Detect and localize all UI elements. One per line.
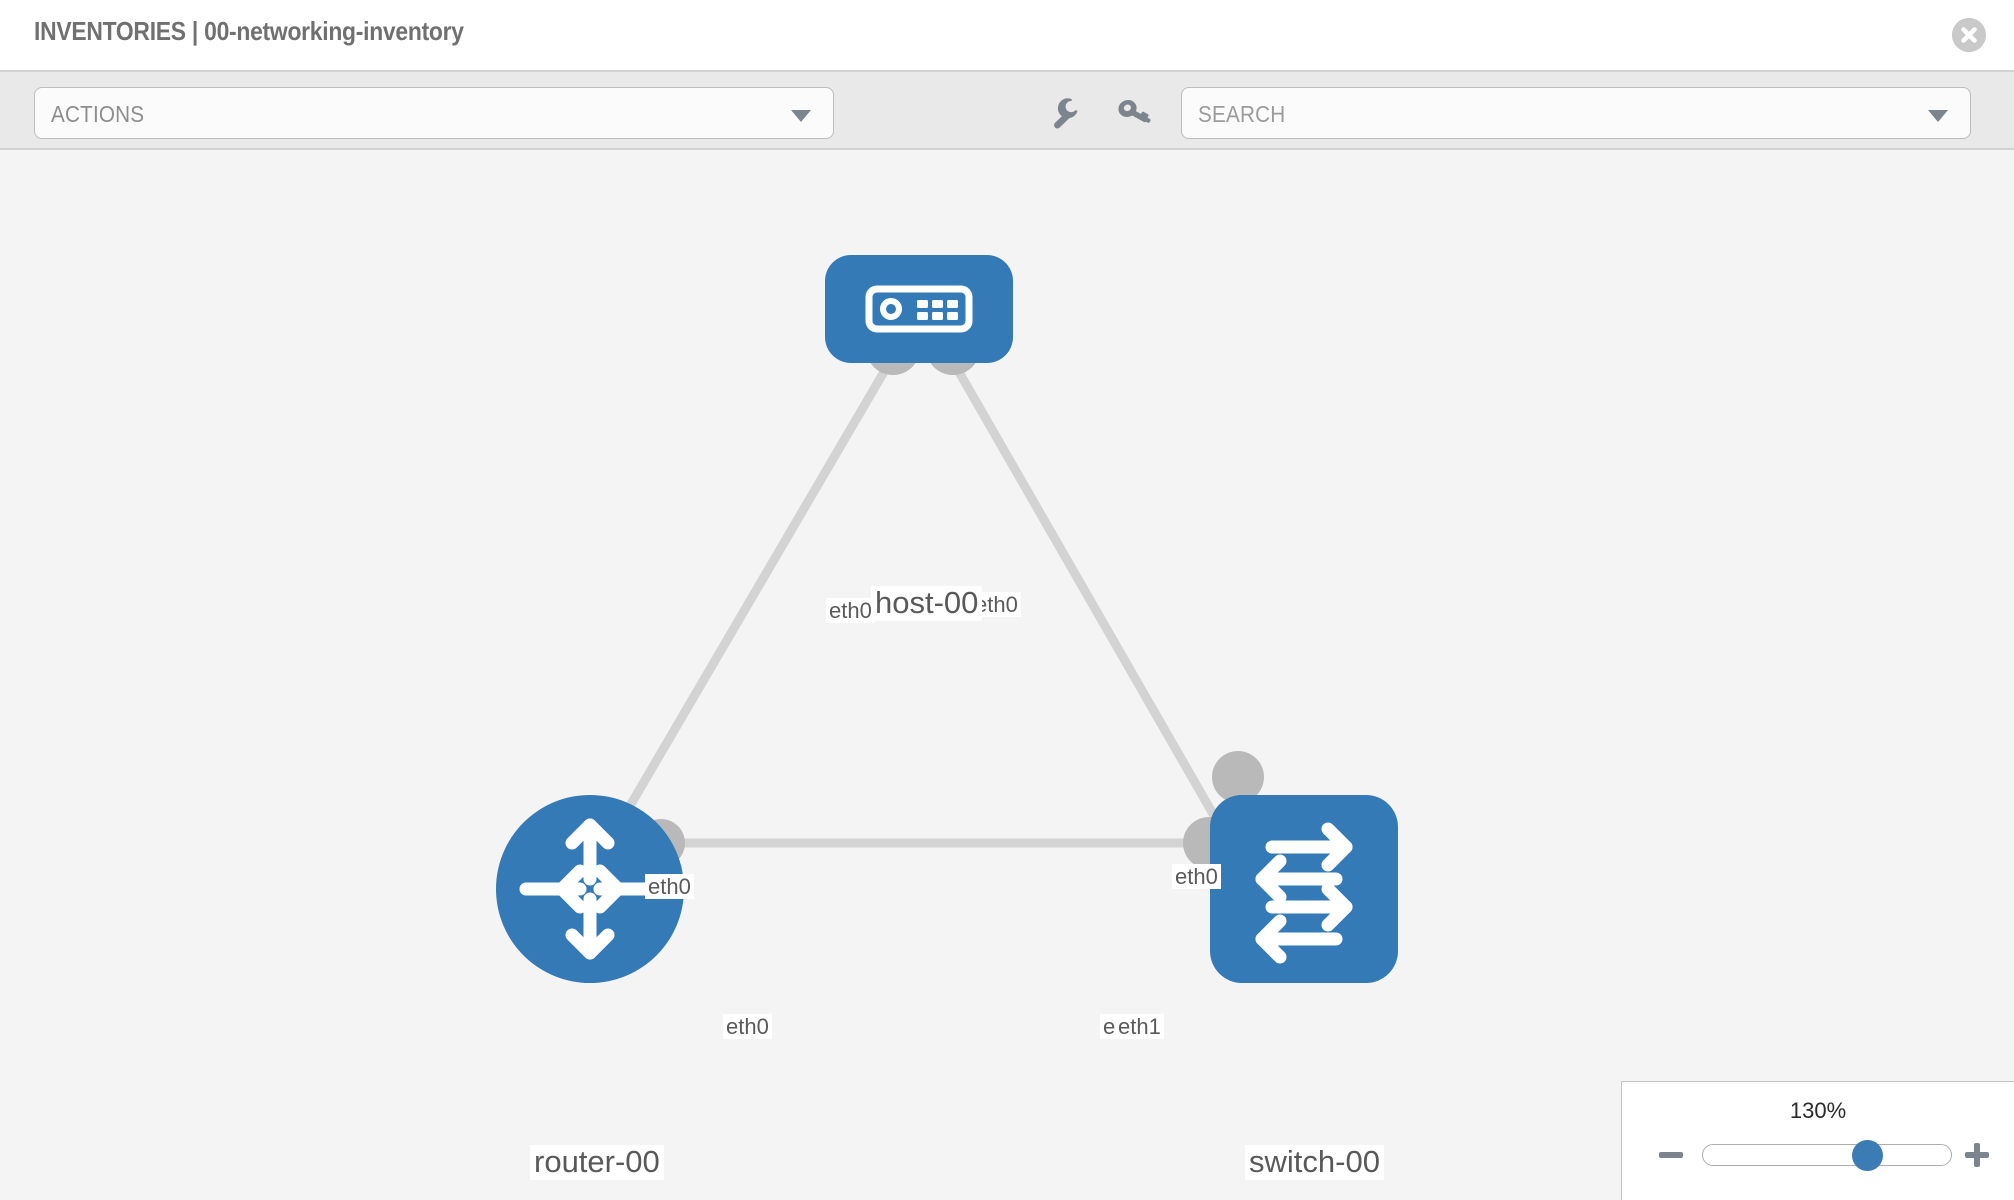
link-host-switch: [951, 362, 1232, 843]
router-icon: [496, 795, 684, 983]
search-input[interactable]: SEARCH: [1181, 87, 1971, 139]
topology-canvas[interactable]: eth0 eth0 eth0 eth0 eth0 eth0 eth1 host-…: [0, 150, 2014, 1200]
page-header: INVENTORIES | 00-networking-inventory: [0, 0, 2014, 70]
edge-label: eth0: [723, 1014, 772, 1040]
actions-dropdown-label: ACTIONS: [51, 101, 145, 127]
chevron-down-icon: [791, 110, 811, 122]
topology-node-host-00[interactable]: [825, 255, 1013, 363]
topology-node-router-00[interactable]: [496, 795, 684, 983]
zoom-slider-row: [1622, 1136, 2014, 1176]
node-label-router-00: router-00: [530, 1145, 664, 1180]
edge-label: eth0: [1172, 864, 1221, 890]
actions-dropdown[interactable]: ACTIONS: [34, 87, 834, 139]
interface-blob: [1212, 751, 1264, 803]
close-icon[interactable]: [1952, 18, 1986, 52]
key-icon[interactable]: [1114, 94, 1152, 132]
chevron-down-icon: [1928, 110, 1948, 122]
zoom-slider-thumb[interactable]: [1851, 1140, 1883, 1171]
topology-links: [606, 362, 1250, 848]
wrench-icon[interactable]: [1046, 94, 1084, 132]
edge-label: eth0: [972, 592, 1021, 618]
server-icon: [825, 255, 1013, 363]
minus-icon[interactable]: [1654, 1138, 1688, 1172]
search-placeholder: SEARCH: [1198, 101, 1286, 127]
toolbar: ACTIONS: [0, 70, 2014, 150]
page-title: INVENTORIES | 00-networking-inventory: [34, 16, 464, 46]
zoom-slider[interactable]: [1702, 1140, 1952, 1171]
node-label-host-00: host-00: [871, 586, 983, 621]
plus-icon[interactable]: [1960, 1138, 1994, 1172]
topology-node-switch-00[interactable]: [1210, 795, 1398, 983]
edge-label: eth1: [1115, 1014, 1164, 1040]
edge-label: eth0: [645, 874, 694, 900]
link-host-router: [606, 362, 892, 843]
node-label-switch-00: switch-00: [1245, 1145, 1384, 1180]
zoom-level-value: 130%: [1789, 1098, 1847, 1123]
switch-icon: [1210, 795, 1398, 983]
zoom-control-panel: 130%: [1621, 1081, 2014, 1200]
edge-label: eth0: [826, 598, 875, 624]
